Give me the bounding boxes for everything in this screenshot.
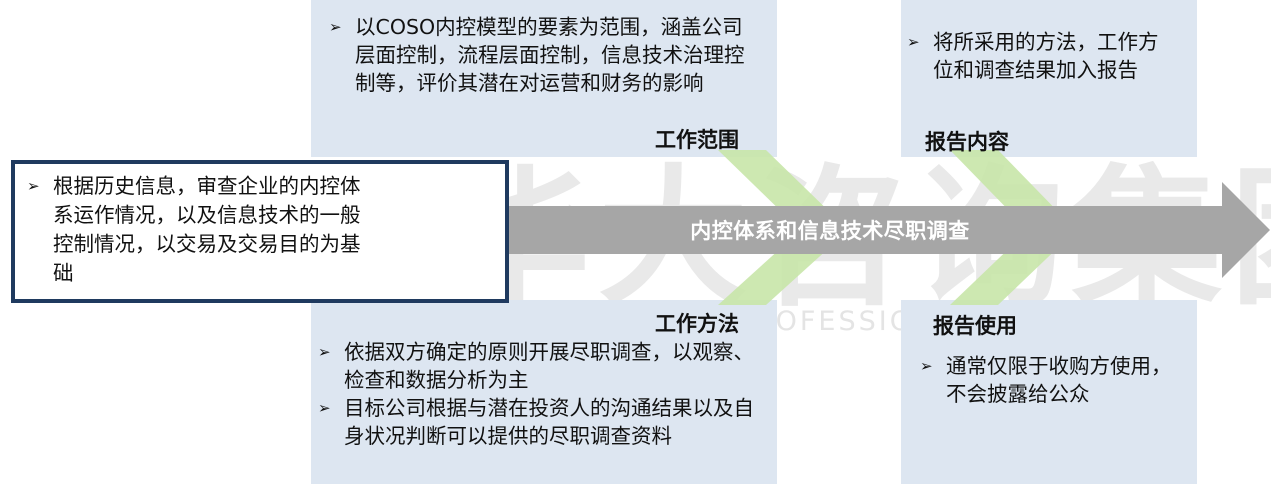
list-item: ➢ 根据历史信息，审查企业的内控体系运作情况，以及信息技术的一般控制情况，以交易… — [27, 172, 367, 288]
report-use-heading: 报告使用 — [933, 314, 1017, 338]
scope-panel — [311, 0, 777, 157]
method-bullet-text-1: 依据双方确定的原则开展尽职调查，以观察、检查和数据分析为主 — [344, 340, 754, 392]
list-item: ➢ 依据双方确定的原则开展尽职调查，以观察、检查和数据分析为主 — [318, 338, 758, 394]
main-arrow-label: 内控体系和信息技术尽职调查 — [690, 219, 970, 243]
report-use-bullet-text: 通常仅限于收购方使用，不会披露给公众 — [946, 354, 1172, 406]
start-bullet-text: 根据历史信息，审查企业的内控体系运作情况，以及信息技术的一般控制情况，以交易及交… — [53, 174, 361, 285]
report-content-heading: 报告内容 — [925, 130, 1009, 154]
method-bullets: ➢ 依据双方确定的原则开展尽职调查，以观察、检查和数据分析为主 ➢ 目标公司根据… — [318, 338, 758, 450]
start-bullets: ➢ 根据历史信息，审查企业的内控体系运作情况，以及信息技术的一般控制情况，以交易… — [27, 172, 367, 288]
scope-bullets: ➢ 以COSO内控模型的要素为范围，涵盖公司层面控制，流程层面控制，信息技术治理… — [329, 13, 759, 97]
report-content-bullets: ➢ 将所采用的方法，工作方位和调查结果加入报告 — [907, 28, 1169, 84]
arrow-bullet-icon: ➢ — [318, 399, 331, 417]
list-item: ➢ 通常仅限于收购方使用，不会披露给公众 — [920, 352, 1178, 408]
scope-heading: 工作范围 — [655, 128, 739, 152]
start-diamond-line1: 工作 — [430, 201, 472, 225]
method-panel — [311, 300, 777, 484]
arrow-bullet-icon: ➢ — [27, 177, 40, 195]
scope-bullet-text: 以COSO内控模型的要素为范围，涵盖公司层面控制，流程层面控制，信息技术治理控制… — [355, 15, 745, 95]
start-diamond-line2: 出发点 — [420, 229, 482, 253]
start-diamond-label: 工作 出发点 — [406, 199, 496, 261]
report-use-panel — [901, 300, 1197, 484]
list-item: ➢ 将所采用的方法，工作方位和调查结果加入报告 — [907, 28, 1169, 84]
arrow-bullet-icon: ➢ — [907, 33, 920, 51]
start-point-box: ➢ 根据历史信息，审查企业的内控体系运作情况，以及信息技术的一般控制情况，以交易… — [11, 160, 509, 303]
report-content-panel — [901, 0, 1197, 157]
list-item: ➢ 以COSO内控模型的要素为范围，涵盖公司层面控制，流程层面控制，信息技术治理… — [329, 13, 759, 97]
report-content-bullet-text: 将所采用的方法，工作方位和调查结果加入报告 — [933, 30, 1159, 82]
arrow-bullet-icon: ➢ — [920, 357, 933, 375]
main-arrow-shape — [500, 182, 1270, 278]
arrow-bullet-icon: ➢ — [329, 18, 342, 36]
method-heading: 工作方法 — [655, 312, 739, 336]
arrow-bullet-icon: ➢ — [318, 343, 331, 361]
list-item: ➢ 目标公司根据与潜在投资人的沟通结果以及自身状况判断可以提供的尽职调查资料 — [318, 394, 758, 450]
method-bullet-text-2: 目标公司根据与潜在投资人的沟通结果以及自身状况判断可以提供的尽职调查资料 — [344, 396, 754, 448]
report-use-bullets: ➢ 通常仅限于收购方使用，不会披露给公众 — [920, 352, 1178, 408]
